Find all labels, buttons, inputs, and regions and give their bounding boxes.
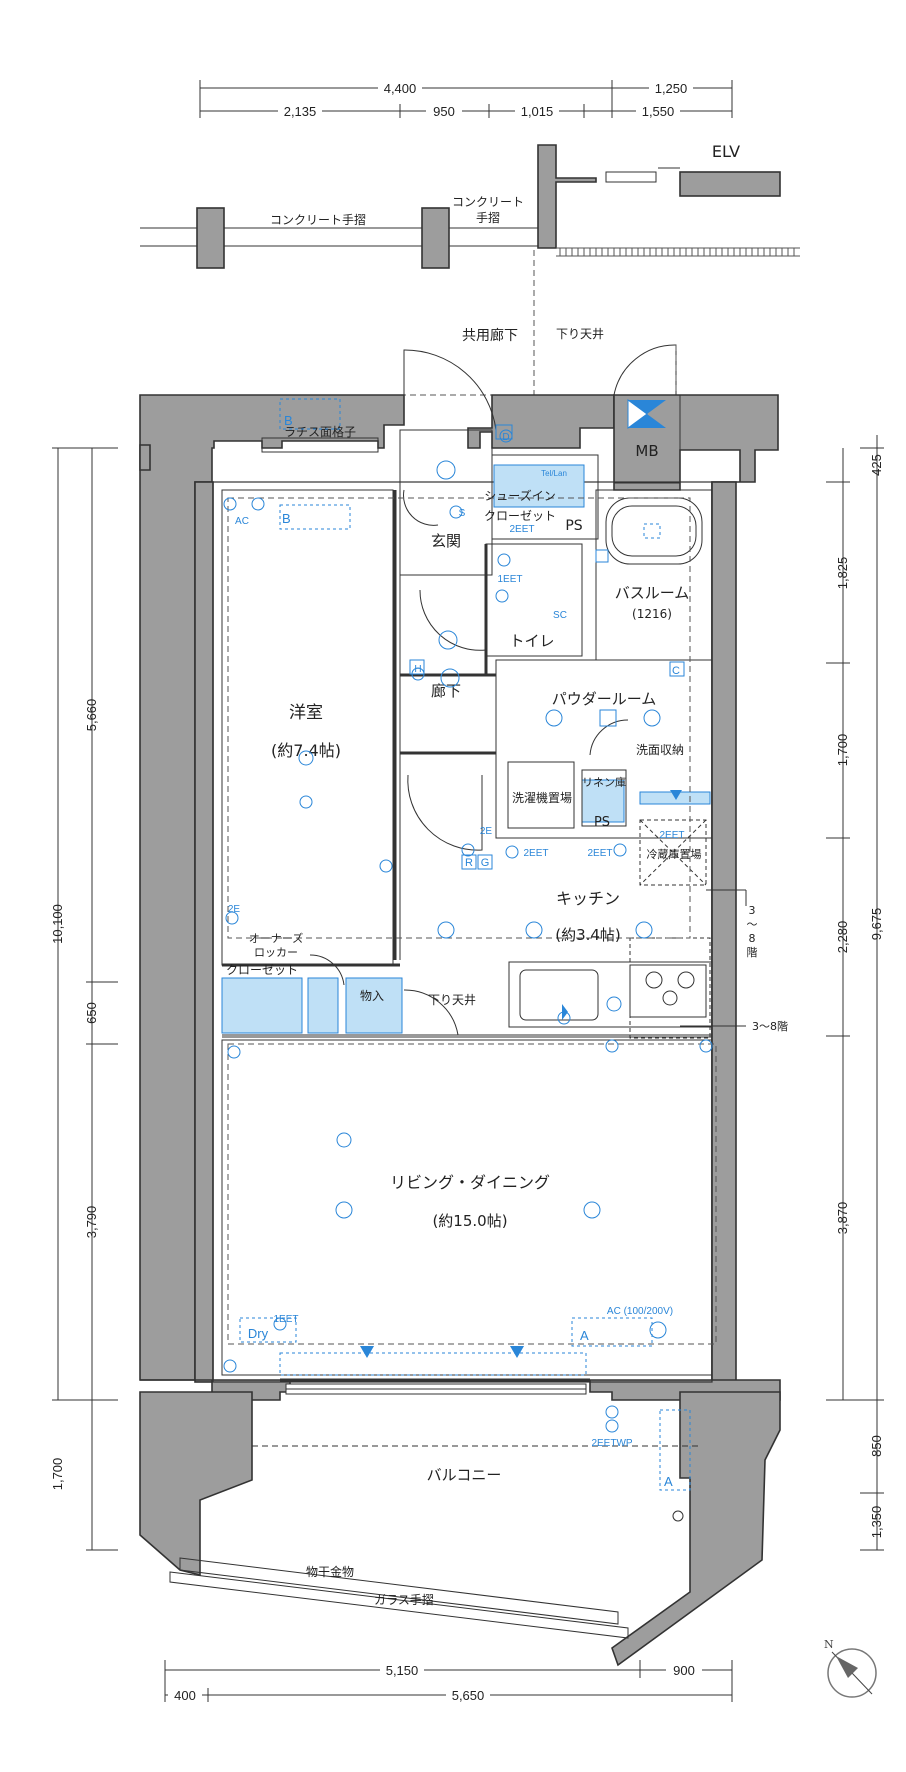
mb-label: MB	[635, 442, 658, 460]
g-marker: G	[481, 857, 490, 869]
eet1b-label: 1EET	[497, 574, 522, 585]
dim-right-2280: 2,280	[835, 921, 850, 954]
eet2d-label: 2EET	[509, 524, 534, 535]
ps-label-2: PS	[594, 815, 610, 830]
dim-top-2135: 2,135	[284, 104, 317, 119]
dim-top-1550: 1,550	[642, 104, 675, 119]
floor-note-3: 8	[749, 932, 756, 945]
left-dimensions	[52, 447, 118, 1551]
powder-room-label: パウダールーム	[552, 690, 657, 708]
concrete-rail-label-2a: コンクリート	[452, 195, 524, 209]
lattice-label: ラチス面格子	[284, 424, 356, 439]
glass-rail-label: ガラス手摺	[374, 1592, 434, 1607]
dim-right-9675: 9,675	[869, 908, 884, 941]
ac-label: AC	[235, 516, 249, 527]
dim-top-1250: 1,250	[655, 81, 688, 96]
b-marker-1: B	[284, 413, 293, 428]
concrete-rail-label-2b: 手摺	[476, 210, 500, 225]
a-marker-2: A	[664, 1474, 673, 1489]
r-marker: R	[465, 857, 473, 869]
b-marker-2: B	[282, 511, 291, 526]
floor-note-1: 3	[749, 904, 756, 917]
linen-label: リネン庫	[582, 775, 626, 789]
facade-windows	[279, 1352, 587, 1395]
shoes-closet-label-2: クローゼット	[484, 509, 556, 523]
owners-locker-label-1: オーナーズ	[249, 931, 303, 945]
interior-walls	[212, 429, 713, 1383]
dim-left-10100: 10,100	[50, 904, 65, 944]
entrance-label: 玄関	[431, 532, 461, 550]
a-marker-1: A	[580, 1328, 589, 1343]
balcony	[169, 1445, 700, 1639]
dim-bottom-5650: 5,650	[452, 1688, 485, 1703]
svg-text:N: N	[824, 1638, 834, 1651]
exterior-corridor	[140, 144, 800, 396]
eet2f-label: 2E	[228, 904, 241, 915]
toilet-label: トイレ	[509, 632, 554, 650]
cabinets	[221, 464, 711, 1034]
dim-left-3790: 3,790	[84, 1206, 99, 1239]
fridge-label: 冷蔵庫置場	[647, 847, 702, 861]
floor-note-2: 〜	[747, 918, 758, 931]
eet-balcony-label: 2EETWP	[591, 1438, 632, 1449]
dim-bottom-5150: 5,150	[386, 1663, 419, 1678]
kitchen-size: (約3.4帖)	[555, 926, 621, 944]
lowered-ceiling-label: 下り天井	[556, 327, 604, 341]
dim-left-5660: 5,660	[84, 699, 99, 732]
eet2c-label: 2EET	[659, 830, 684, 841]
kitchen-label: キッチン	[556, 889, 620, 908]
s-label: S	[459, 508, 466, 519]
floor-note-4: 階	[747, 945, 758, 959]
owners-locker-label-2: ロッカー	[254, 946, 298, 959]
western-room-label: 洋室	[289, 703, 323, 723]
clothes-hanger-label: 物干金物	[306, 1564, 354, 1579]
elv-label: ELV	[712, 142, 740, 161]
dim-left-650: 650	[84, 1002, 99, 1024]
dim-top-1015: 1,015	[521, 104, 554, 119]
ps-label-1: PS	[565, 518, 582, 534]
dim-left-1700: 1,700	[50, 1458, 65, 1491]
dim-right-1700: 1,700	[835, 734, 850, 767]
dim-bottom-900: 900	[673, 1663, 695, 1678]
floor-note-kitchen: 3〜8階	[752, 1019, 788, 1033]
dim-right-850: 850	[869, 1435, 884, 1457]
eet1-label: 1EET	[273, 1314, 298, 1325]
ac-living-label: AC (100/200V)	[607, 1306, 673, 1317]
dry-label: Dry	[248, 1326, 269, 1341]
eet2e-label: 2E	[480, 826, 493, 837]
dim-right-1350: 1,350	[869, 1506, 884, 1539]
right-dimensions	[826, 435, 884, 1551]
bathroom-size: (1216)	[632, 607, 672, 621]
living-size: (約15.0帖)	[432, 1212, 507, 1230]
dim-right-3870: 3,870	[835, 1202, 850, 1235]
eet2b-label: 2EET	[587, 848, 612, 859]
balcony-label: バルコニー	[427, 1466, 502, 1484]
eet2a-label: 2EET	[523, 848, 548, 859]
bathroom-label: バスルーム	[615, 584, 690, 602]
doors	[309, 349, 629, 1036]
dim-top-4400: 4,400	[384, 81, 417, 96]
dim-bottom-400: 400	[174, 1688, 196, 1703]
shoes-closet-label-1: シューズイン	[484, 488, 555, 503]
exterior-walls	[139, 394, 781, 1667]
closet-label: クローゼット	[226, 963, 298, 977]
dim-top-950: 950	[433, 104, 455, 119]
storage-label: 物入	[360, 989, 384, 1003]
dim-right-425: 425	[869, 454, 884, 476]
dim-right-1825: 1,825	[835, 557, 850, 590]
corridor-label: 共用廊下	[462, 327, 518, 344]
north-compass-icon: N	[824, 1638, 877, 1698]
lowered-ceiling-inner-label: 下り天井	[428, 993, 476, 1007]
vanity-storage-label: 洗面収納	[636, 743, 684, 757]
concrete-rail-label: コンクリート手摺	[270, 212, 366, 227]
h-marker: H	[414, 664, 421, 675]
sc-label: SC	[553, 610, 567, 621]
c-marker: C	[672, 665, 680, 677]
washer-label: 洗濯機置場	[512, 790, 572, 805]
tel-label: Tel/Lan	[541, 469, 567, 478]
equipment-markers	[223, 424, 713, 1522]
living-label: リビング・ダイニング	[390, 1173, 550, 1192]
d-marker: D	[502, 432, 509, 443]
